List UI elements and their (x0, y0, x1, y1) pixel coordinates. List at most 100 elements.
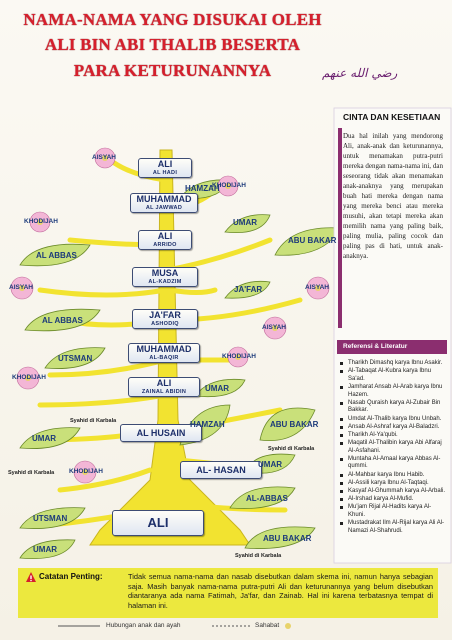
node-subtitle: ARRIDO (153, 242, 177, 248)
node-subtitle: ASHODIQ (151, 321, 179, 327)
flower-aisyah-3 (306, 276, 330, 300)
node-ali-zainal-abidin[interactable]: ALI ZAINAL ABIDIN (128, 377, 200, 397)
flower-khodijah-2 (29, 211, 51, 233)
flower-label-aisyah-2: AISYAH (9, 284, 33, 291)
flower-khodijah-3 (227, 346, 249, 368)
node-name: ALI (157, 231, 173, 241)
node-name: MUSA (151, 268, 179, 278)
reference-item: Jamharat Ansab Al-Arab karya Ibnu Hazem. (340, 384, 448, 399)
note-label: Catatan Penting: (39, 572, 103, 581)
node-ali-arrido[interactable]: ALI ARRIDO (138, 230, 192, 250)
side-panel-frame (333, 107, 452, 564)
leaf-label-utsman-mid: UTSMAN (58, 354, 93, 363)
reference-item: Mustadrakat Ilm Al-Rijal karya Ali Al-Na… (340, 520, 448, 535)
leaf-utsman-mid (44, 347, 106, 369)
flower-shapes (10, 147, 330, 484)
flower-khodijah-1 (217, 175, 239, 197)
leaf-label-al-abbas-2: AL ABBAS (42, 316, 83, 325)
syahid-label-1: Syahid di Karbala (70, 418, 117, 424)
node-subtitle: AL-KADZIM (148, 279, 182, 285)
flower-label-khodijah-1: KHODIJAH (212, 182, 246, 189)
node-name: JA'FAR (149, 310, 181, 320)
leaf-label-al-abbas-1: AL ABBAS (36, 251, 77, 260)
node-muhammad-al-jawwad[interactable]: MUHAMMAD AL JAWWAD (130, 193, 198, 213)
reference-item: Mu'jam Rijal Al-Hadits karya Al-Khuni. (340, 504, 448, 519)
leaf-abu-bakar-bottom (244, 526, 316, 549)
node-al-husain[interactable]: AL HUSAIN (120, 424, 202, 442)
leaf-umar-mid (194, 378, 246, 398)
legend-anak-label: Hubungan anak dan ayah (106, 622, 181, 629)
leaf-label-abu-bakar-low: ABU BAKAR (270, 420, 319, 429)
node-ali-root[interactable]: ALI (112, 510, 204, 536)
warning-icon (26, 572, 36, 582)
flower-label-khodijah-4: KHODIJAH (12, 374, 46, 381)
node-musa-al-kadzim[interactable]: MUSA AL-KADZIM (132, 267, 198, 287)
node-name: ALI (157, 159, 173, 169)
note-box (18, 568, 438, 618)
flower-label-khodijah-3: KHODIJAH (222, 353, 256, 360)
reference-item: Tharikh Al-Ya'qubi. (340, 432, 448, 440)
node-name: AL- HASAN (196, 465, 246, 475)
legend-sahabat-label: Sahabat (255, 622, 280, 629)
leaf-abu-bakar-low (259, 407, 316, 442)
reference-item: Maqatil Al-Thalibin karya Abi Alfaraj Al… (340, 440, 448, 455)
leaf-label-umar-top: UMAR (233, 218, 257, 227)
node-subtitle: AL-BAQIR (149, 355, 179, 361)
flower-label-aisyah-3: AISYAH (305, 284, 329, 291)
node-name: ALI (147, 515, 169, 530)
node-al-hasan[interactable]: AL- HASAN (180, 461, 262, 479)
syahid-label-4: Syahid di Karbala (235, 553, 282, 559)
leaf-umar-top (224, 214, 271, 234)
leaf-label-hamzah-low: HAMZAH (190, 420, 225, 429)
leaf-utsman-low (19, 507, 86, 529)
node-name: MUHAMMAD (136, 344, 192, 354)
flower-aisyah-2 (10, 276, 34, 300)
reference-item: Ansab Al-Ashraf karya Al-Baladzri. (340, 424, 448, 432)
reference-item: Al-Assili karya Ibnu Al-Taqtaqi. (340, 480, 448, 488)
legend-end-dot (285, 623, 291, 629)
leaf-jafar (224, 280, 271, 299)
flower-label-khodijah-2: KHODIJAH (24, 218, 58, 225)
side-accent-bar (338, 128, 342, 328)
reference-item: Al-Tabaqat Al-Kubra karya Ibnu Sa'ad. (340, 368, 448, 383)
note-text: Tidak semua nama-nama dan nasab disebutk… (128, 572, 433, 610)
flower-label-aisyah-4: AISYAH (262, 324, 286, 331)
leaf-label-umar-bottom: UMAR (33, 545, 57, 554)
node-muhammad-al-baqir[interactable]: MUHAMMAD AL-BAQIR (128, 343, 200, 363)
node-subtitle: AL JAWWAD (145, 205, 183, 211)
node-jafar-ashodiq[interactable]: JA'FAR ASHODIQ (132, 309, 198, 329)
references-header: Referensi & Literatur (337, 340, 447, 354)
reference-item: Muntaha Al-Amaal karya Abbas Al-qummi. (340, 456, 448, 471)
leaf-al-abbas-1 (19, 243, 91, 267)
flower-khodijah-4 (16, 366, 40, 390)
reference-item: Nasab Quraish karya Al-Zubair Bin Bakkar… (340, 400, 448, 415)
page-title-line-2: ALI BIN ABI THALIB BESERTA (44, 35, 301, 54)
syahid-label-2: Syahid di Karbala (268, 446, 315, 452)
leaf-al-abbas-low (229, 486, 296, 509)
cinta-section-title: CINTA DAN KESETIAAN (343, 112, 441, 122)
node-name: ALI (156, 378, 172, 388)
leaf-label-abu-bakar-bottom: ABU BAKAR (263, 534, 312, 543)
reference-item: Kasyaf Al-Ghummah karya Al-Arbali. (340, 488, 448, 496)
node-ali-al-hadi[interactable]: ALI AL HADI (138, 158, 192, 178)
leaf-label-hamzah-top: HAMZAH (185, 184, 220, 193)
leaf-al-abbas-2 (24, 308, 101, 332)
references-list: Tharikh Dimashq karya Ibnu Asakir.Al-Tab… (340, 360, 448, 536)
reference-item: Al-Irshad karya Al-Mufid. (340, 496, 448, 504)
cinta-section-body: Dua hal inilah yang mendorong Ali, anak-… (343, 132, 443, 260)
page-title-line-3: PARA KETURUNANNYA (73, 61, 272, 80)
node-subtitle: ZAINAL ABIDIN (141, 389, 187, 395)
leaf-label-abu-bakar-top: ABU BAKAR (288, 236, 337, 245)
leaf-label-utsman-low: UTSMAN (33, 514, 68, 523)
reference-item: Umdat Al-Thalib karya Ibnu Unbah. (340, 416, 448, 424)
flower-label-aisyah-1: AISYAH (92, 154, 116, 161)
reference-item: Al-Mahbar karya Ibnu Habib. (340, 472, 448, 480)
leaf-label-umar-mid: UMAR (205, 384, 229, 393)
node-name: MUHAMMAD (136, 194, 192, 204)
leaf-label-umar-low: UMAR (32, 434, 56, 443)
page-title-line-1: NAMA-NAMA YANG DISUKAI OLEH (23, 10, 322, 29)
syahid-label-3: Syahid di Karbala (8, 470, 55, 476)
flower-aisyah-1 (94, 147, 116, 169)
flower-label-khodijah-5: KHODIJAH (69, 468, 103, 475)
